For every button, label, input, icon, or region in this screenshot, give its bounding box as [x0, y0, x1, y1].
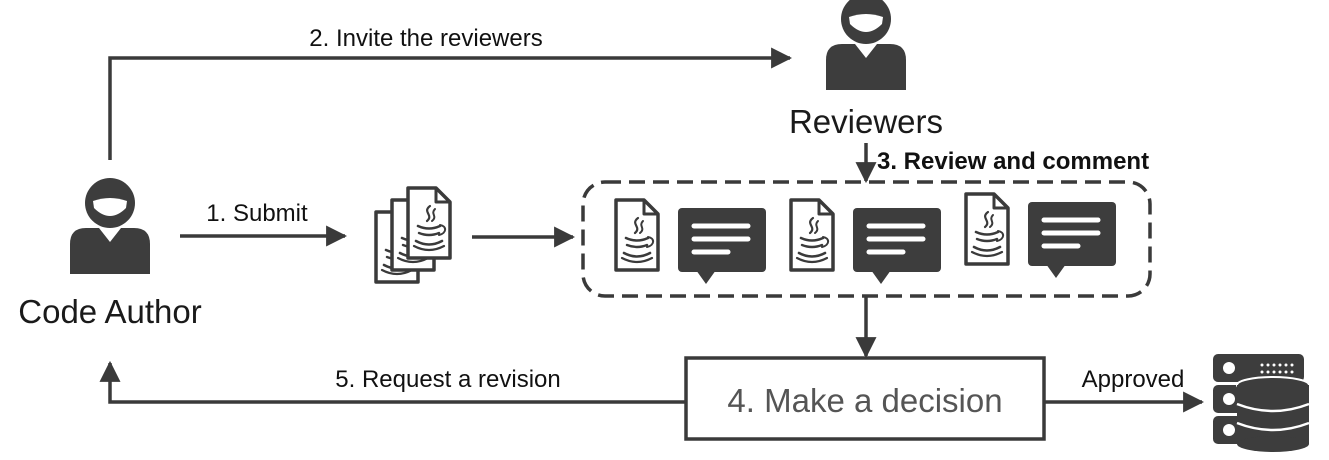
- database-server-icon: [1213, 354, 1310, 452]
- revision-arrow: [99, 360, 686, 404]
- java-file-icon: [789, 198, 835, 272]
- review-area: [581, 180, 1152, 298]
- code-author-label: Code Author: [18, 293, 201, 330]
- review-pair-1: [614, 198, 766, 284]
- decision-box: [684, 356, 1046, 441]
- reviewers-person-icon: [826, 0, 906, 90]
- review-step-label: 3. Review and comment: [877, 148, 1149, 175]
- submit-step-label: 1. Submit: [206, 200, 308, 227]
- invite-arrow: [108, 47, 793, 160]
- code-author-person-icon: [70, 178, 150, 274]
- comment-bubble-icon: [1028, 202, 1116, 278]
- java-file-icon: [614, 198, 660, 272]
- review-pair-3: [964, 192, 1116, 278]
- reviewers-label: Reviewers: [789, 103, 943, 140]
- comment-bubble-icon: [678, 208, 766, 284]
- revision-step-label: 5. Request a revision: [335, 366, 560, 393]
- review-pair-2: [789, 198, 941, 284]
- java-code-files-icon: [374, 186, 452, 284]
- decision-label: 4. Make a decision: [727, 382, 1002, 419]
- invite-step-label: 2. Invite the reviewers: [309, 25, 542, 52]
- approved-label: Approved: [1082, 366, 1185, 393]
- java-file-icon: [964, 192, 1010, 266]
- comment-bubble-icon: [853, 208, 941, 284]
